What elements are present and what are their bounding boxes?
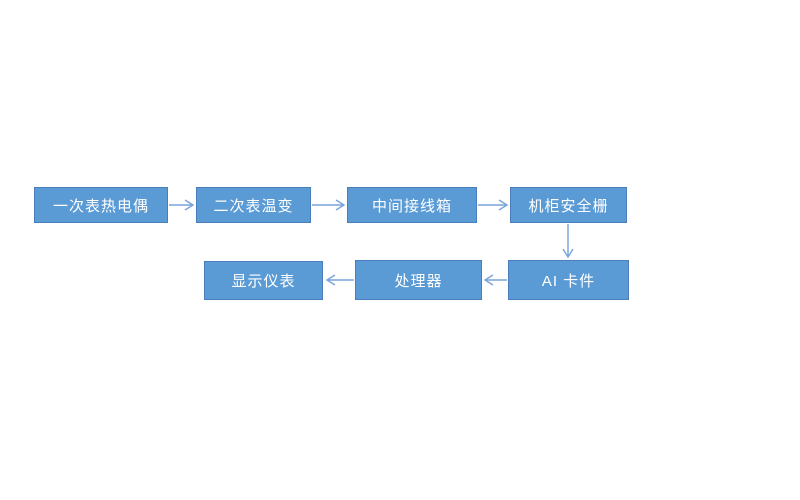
node-label: AI 卡件	[541, 272, 596, 290]
node-label: 处理器	[394, 272, 443, 290]
node-cabinet-safety-barrier: 机柜安全栅	[510, 187, 627, 223]
node-processor: 处理器	[355, 260, 482, 300]
node-junction-box: 中间接线箱	[347, 187, 477, 223]
node-secondary-transmitter: 二次表温变	[196, 187, 311, 223]
node-label: 一次表热电偶	[52, 197, 149, 215]
node-label: 二次表温变	[213, 197, 294, 215]
node-primary-thermocouple: 一次表热电偶	[34, 187, 168, 223]
node-label: 中间接线箱	[371, 197, 452, 215]
node-label: 机柜安全栅	[528, 197, 609, 215]
node-label: 显示仪表	[231, 273, 296, 290]
node-ai-card: AI 卡件	[508, 260, 629, 300]
node-display-instrument: 显示仪表	[204, 261, 323, 300]
